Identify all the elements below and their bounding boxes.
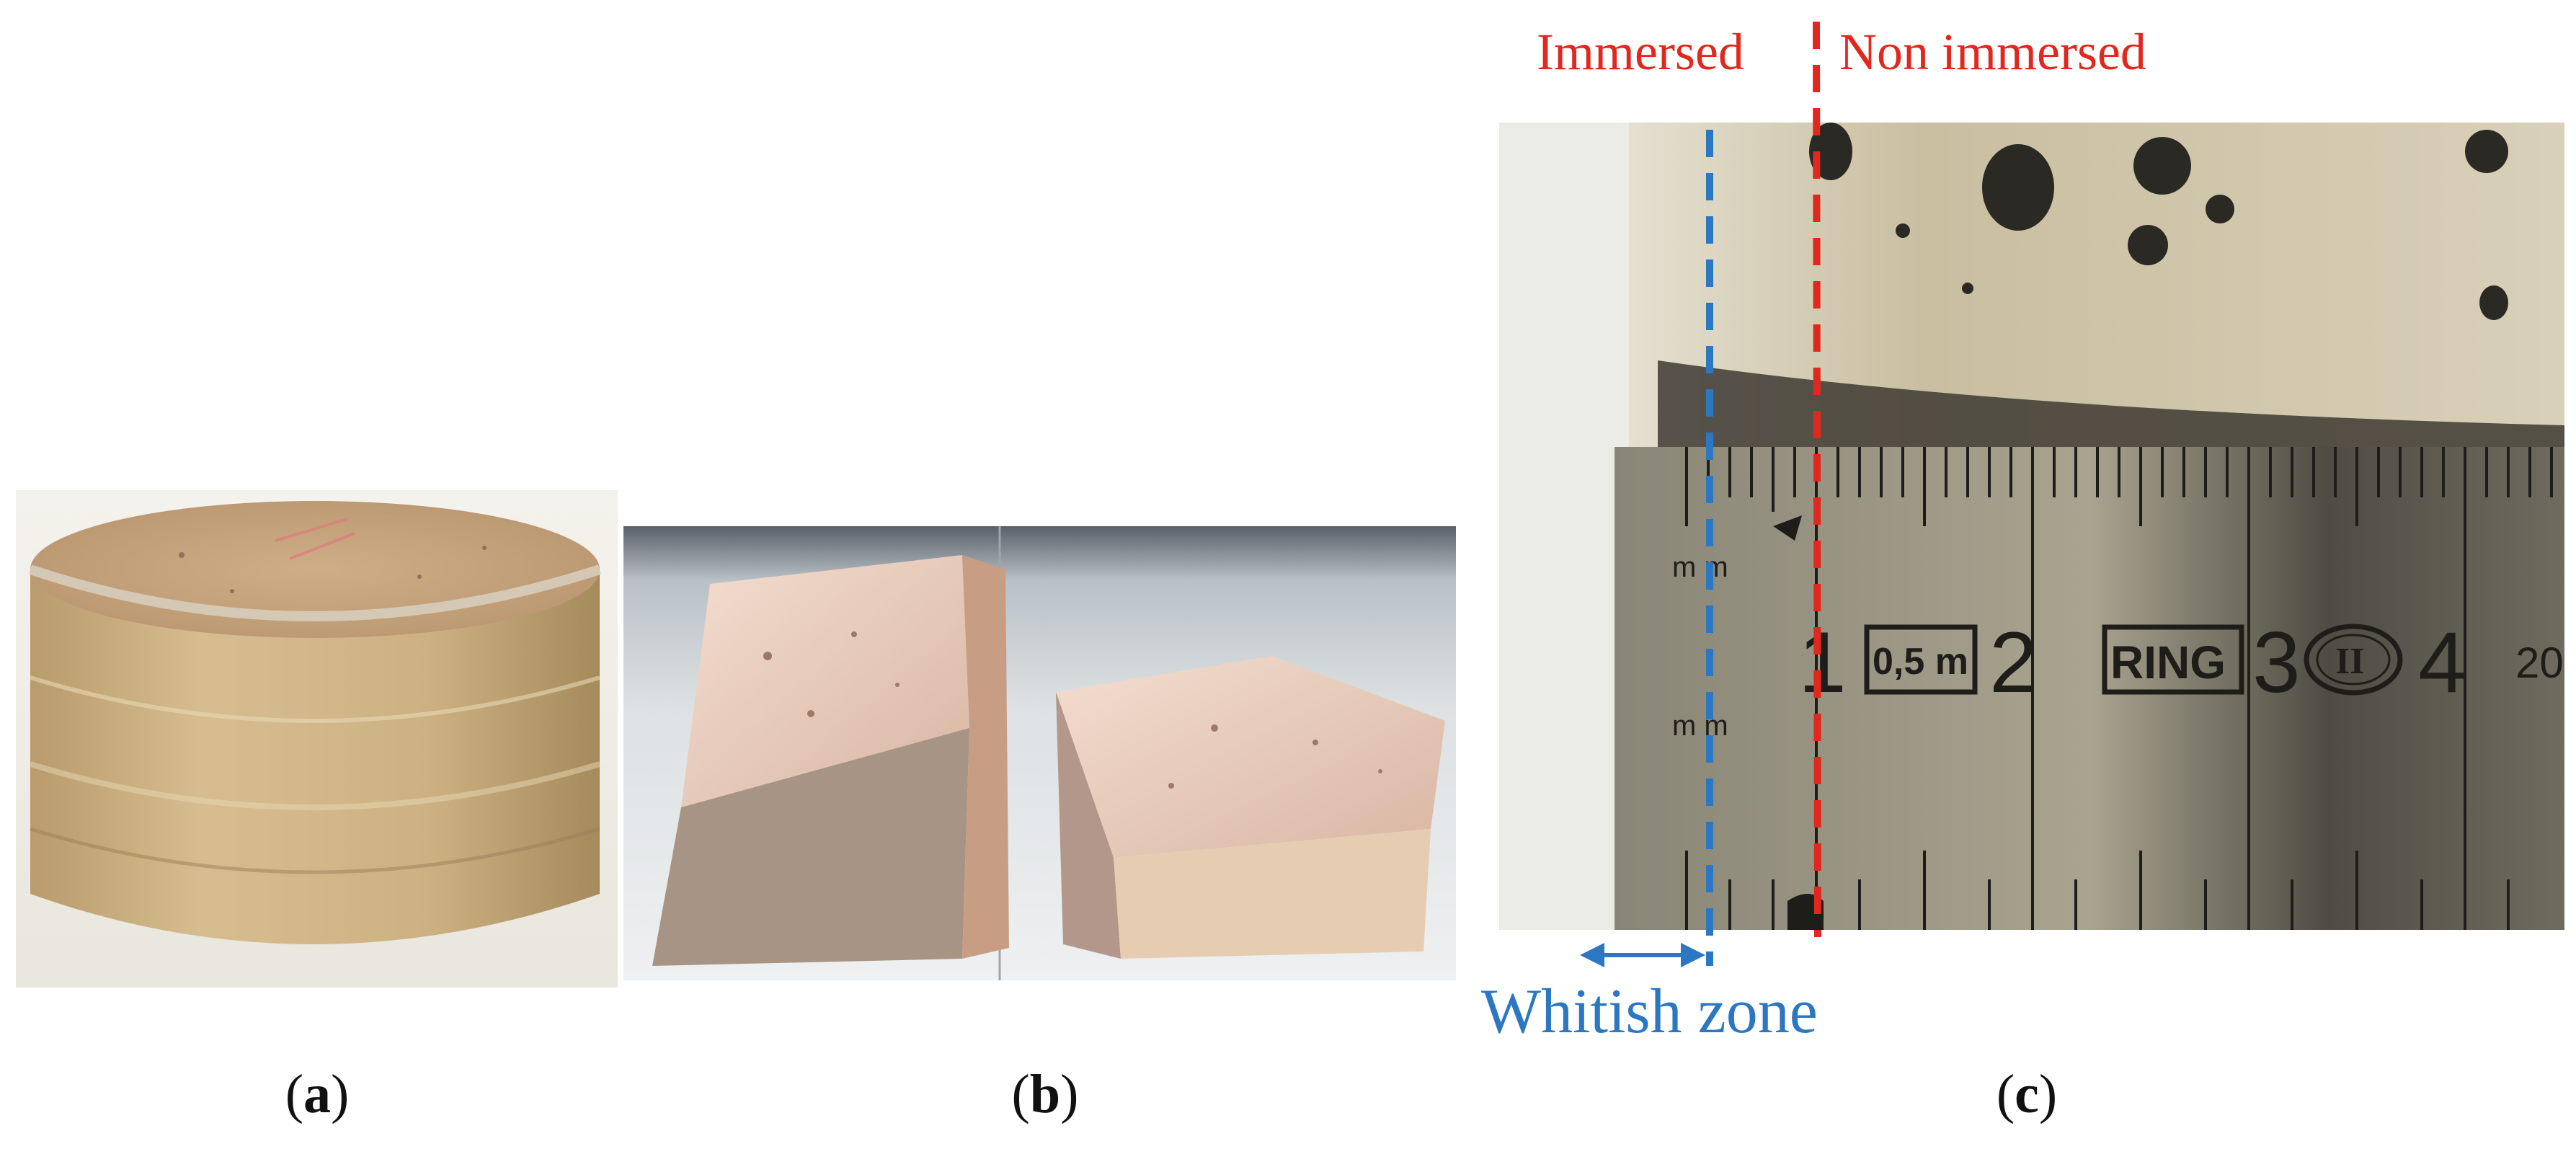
caption-b: (b)	[1011, 1064, 1079, 1124]
whitish-zone-arrow-right-head	[1681, 943, 1705, 967]
caption-a: (a)	[285, 1064, 350, 1124]
non-immersed-label: Non immersed	[1839, 23, 2146, 81]
whitish-zone-arrow-left-head	[1580, 943, 1604, 967]
immersed-label: Immersed	[1537, 23, 1744, 81]
photo-c-ruler-closeup	[1499, 123, 2564, 930]
photo-b-cut-blocks	[623, 526, 1456, 980]
whitish-zone-label: Whitish zone	[1481, 977, 1818, 1047]
photo-a-cylinder-sample	[16, 490, 618, 988]
caption-c: (c)	[1996, 1064, 2058, 1124]
